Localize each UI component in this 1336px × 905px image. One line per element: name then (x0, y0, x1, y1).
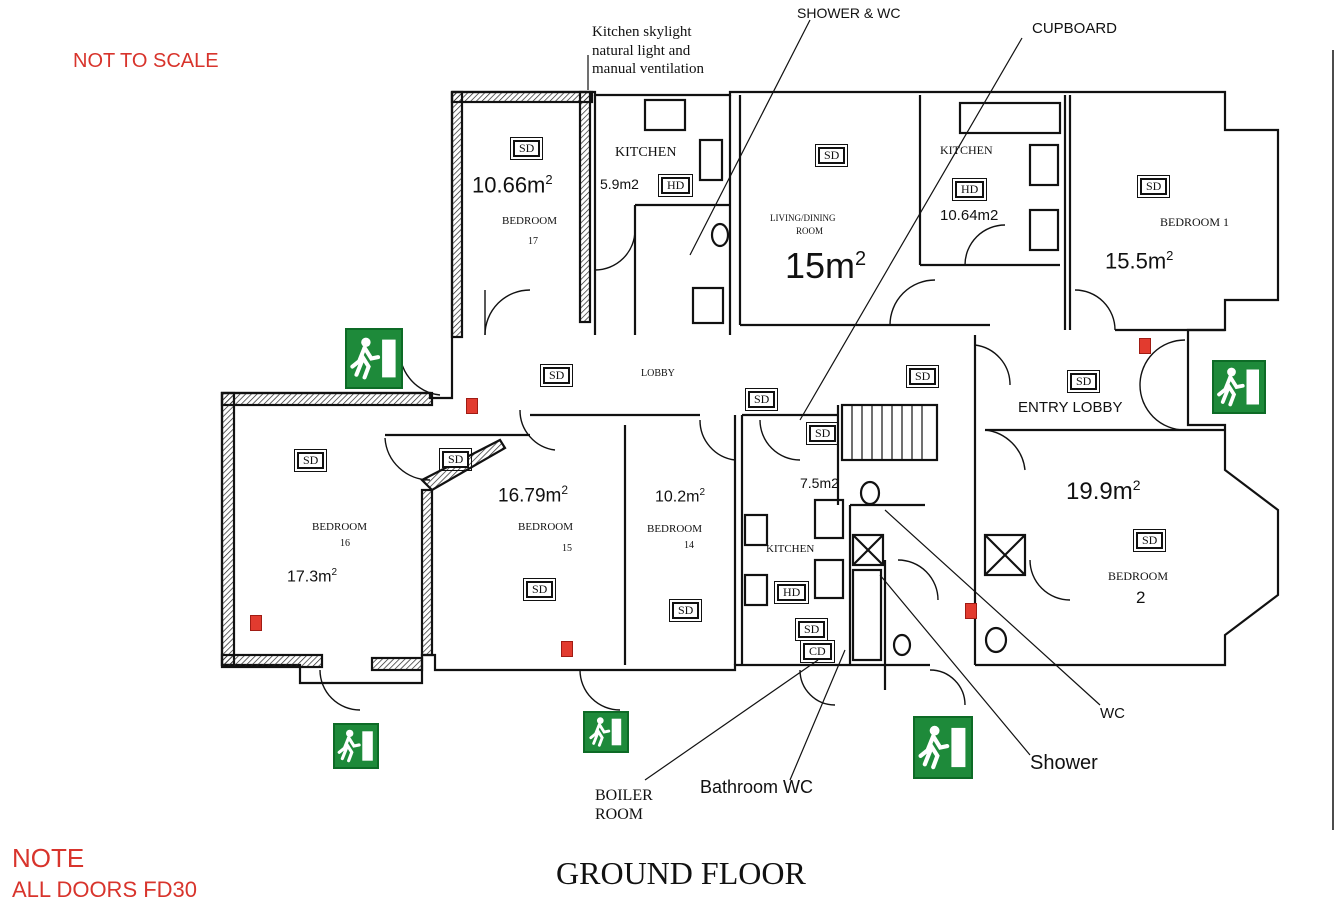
fire-extinguisher-icon (250, 615, 262, 631)
callout-wc: WC (1100, 705, 1125, 722)
callout-cupboard: CUPBOARD (1032, 20, 1118, 37)
room-num-b17: 17 (528, 236, 538, 247)
heat-detector: HD (657, 174, 694, 197)
room-area-b17: 10.66m2 (472, 172, 553, 198)
room-num-b16: 16 (340, 538, 350, 549)
room-name-living-2: ROOM (796, 226, 824, 236)
room-num-b14: 14 (684, 540, 694, 551)
room-name-b14: BEDROOM (647, 523, 703, 535)
callout-shower: Shower (1030, 752, 1098, 774)
room-area-b14: 10.2m2 (655, 487, 706, 506)
smoke-detector: SD (1136, 175, 1171, 198)
callout-skylight-1: Kitchen skylight (592, 24, 692, 40)
room-area-b1: 15.5m2 (1105, 248, 1174, 274)
room-area-living: 15m2 (785, 245, 867, 286)
room-name-living-1: LIVING/DINING (770, 213, 836, 223)
floor-title: GROUND FLOOR (556, 855, 806, 891)
smoke-detector: SD (814, 144, 849, 167)
smoke-detector: SD (1132, 529, 1167, 552)
smoke-detector: SD (539, 364, 574, 387)
fire-extinguisher-icon (965, 603, 977, 619)
smoke-detector: SD (805, 422, 840, 445)
carbon-detector: CD (800, 640, 835, 663)
fire-extinguisher-icon (466, 398, 478, 414)
room-name-b1: BEDROOM 1 (1160, 215, 1230, 229)
room-name-b15: BEDROOM (518, 521, 574, 533)
fire-extinguisher-icon (1139, 338, 1151, 354)
stairs (840, 403, 939, 462)
room-area-b16: 17.3m2 (287, 567, 338, 586)
smoke-detector: SD (509, 137, 544, 160)
smoke-detector: SD (522, 578, 557, 601)
smoke-detector: SD (744, 388, 779, 411)
smoke-detector: SD (668, 599, 703, 622)
fire-extinguisher-icon (561, 641, 573, 657)
fire-exit-sign-icon (913, 716, 973, 779)
callout-boiler-1: BOILER (595, 787, 653, 804)
room-name-k2: KITCHEN (940, 143, 993, 157)
fire-exit-sign-icon (1212, 360, 1266, 414)
callout-bathroom-wc: Bathroom WC (700, 777, 814, 797)
note-title: NOTE (12, 843, 85, 873)
smoke-detector: SD (1066, 370, 1101, 393)
fire-exit-sign-icon (583, 711, 629, 753)
callout-shower-wc: SHOWER & WC (797, 5, 901, 21)
room-area-k2: 10.64m2 (940, 207, 999, 224)
smoke-detector: SD (794, 618, 829, 641)
fire-exit-sign-icon (333, 723, 379, 769)
room-name-lobby: LOBBY (641, 368, 675, 379)
fire-exit-sign-icon (345, 328, 403, 389)
room-name-b17: BEDROOM (502, 215, 558, 227)
smoke-detector: SD (905, 365, 940, 388)
callout-boiler-2: ROOM (595, 806, 644, 823)
room-name-entry-lobby: ENTRY LOBBY (1018, 399, 1123, 416)
room-num-b2: 2 (1136, 588, 1146, 607)
note-body: ALL DOORS FD30 (12, 877, 198, 902)
room-name-b2: BEDROOM (1108, 569, 1169, 583)
hatched-wall-b17 (450, 90, 594, 104)
room-area-k3: 7.5m2 (800, 475, 839, 491)
room-area-k1: 5.9m2 (600, 176, 639, 192)
outer-wall (452, 90, 1280, 667)
hatched-wall-b16 (220, 391, 434, 407)
callout-skylight-3: manual ventilation (592, 61, 705, 77)
room-name-k3: KITCHEN (766, 543, 815, 555)
room-area-b15: 16.79m2 (498, 483, 569, 507)
smoke-detector: SD (438, 448, 473, 471)
room-name-k1: KITCHEN (615, 145, 677, 160)
smoke-detector: SD (293, 449, 328, 472)
room-name-b16: BEDROOM (312, 521, 368, 533)
room-area-b2: 19.9m2 (1066, 477, 1141, 505)
room-num-b15: 15 (562, 543, 572, 554)
callout-skylight-2: natural light and (592, 43, 691, 59)
not-to-scale-note: NOT TO SCALE (73, 50, 219, 72)
heat-detector: HD (773, 581, 810, 604)
heat-detector: HD (951, 178, 988, 201)
